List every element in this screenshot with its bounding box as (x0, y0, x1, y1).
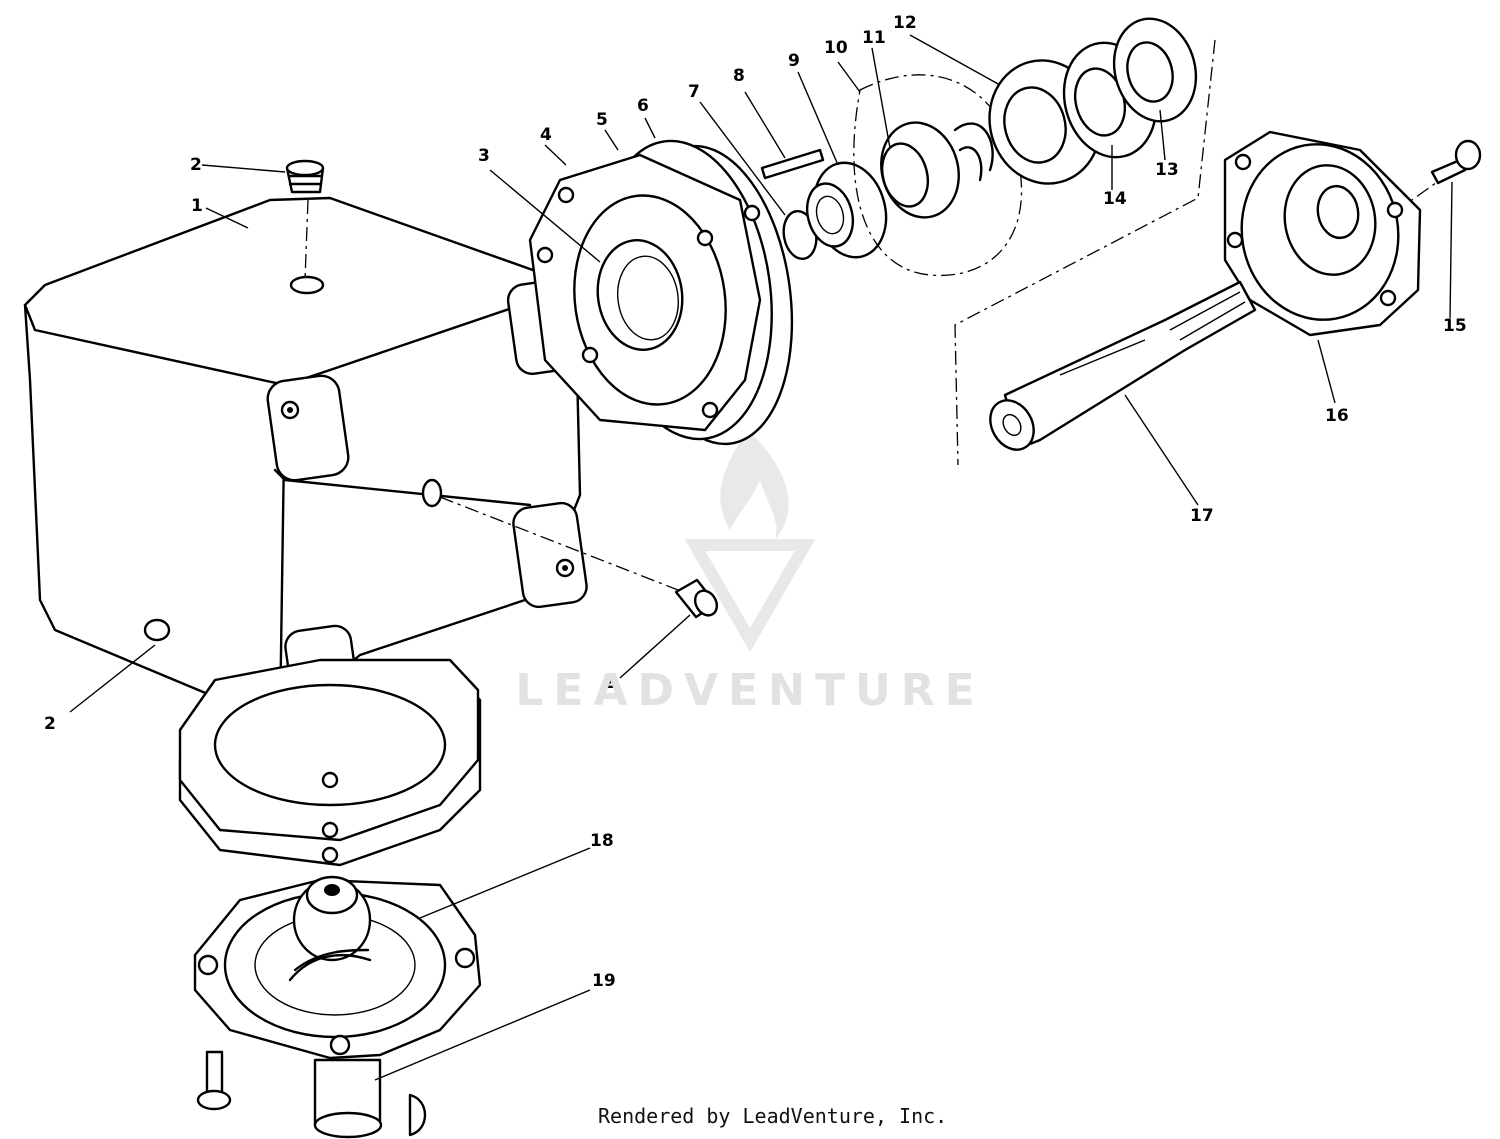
callout-9: 9 (788, 51, 800, 71)
callout-6: 6 (637, 96, 649, 116)
cone-bearing-9 (805, 161, 888, 259)
callout-10: 10 (824, 38, 848, 58)
callout-12: 12 (893, 13, 917, 33)
bottom-gaskets (178, 658, 482, 867)
callout-19: 19 (592, 971, 616, 991)
callout-11: 11 (862, 28, 886, 48)
gearbox-housing (23, 196, 588, 732)
end-cap-16 (1223, 130, 1422, 337)
bolt-15 (1430, 139, 1482, 185)
callout-7: 7 (688, 82, 700, 102)
pipe-plug-top (285, 159, 325, 194)
callout-2-right: 2 (603, 673, 615, 693)
callout-14: 14 (1103, 189, 1127, 209)
callout-5: 5 (596, 110, 608, 130)
callout-8: 8 (733, 66, 745, 86)
callout-3: 3 (478, 146, 490, 166)
bolt-bottom (196, 1050, 232, 1111)
watermark-text: LEADVENTURE (515, 665, 985, 716)
callout-15: 15 (1443, 316, 1467, 336)
callout-2-left: 2 (44, 714, 56, 734)
callout-1: 1 (191, 196, 203, 216)
callout-16: 16 (1325, 406, 1349, 426)
footer-credit: Rendered by LeadVenture, Inc. (598, 1104, 948, 1128)
leader-lines (69, 34, 1453, 1081)
callout-4: 4 (540, 125, 552, 145)
oil-seal-13 (1112, 17, 1198, 123)
callout-18: 18 (590, 831, 614, 851)
woodruff-key (408, 1093, 427, 1137)
bevel-gear-10 (853, 74, 1023, 277)
pipe-plug-right (674, 578, 719, 619)
side-flange-and-gaskets (528, 139, 794, 446)
callout-2-top: 2 (190, 155, 202, 175)
splined-shaft-17 (989, 280, 1257, 451)
pinion-gear-18 (288, 875, 372, 982)
key (760, 148, 825, 180)
callout-13: 13 (1155, 160, 1179, 180)
callout-17: 17 (1190, 506, 1214, 526)
leadventure-logo-watermark (684, 430, 816, 652)
